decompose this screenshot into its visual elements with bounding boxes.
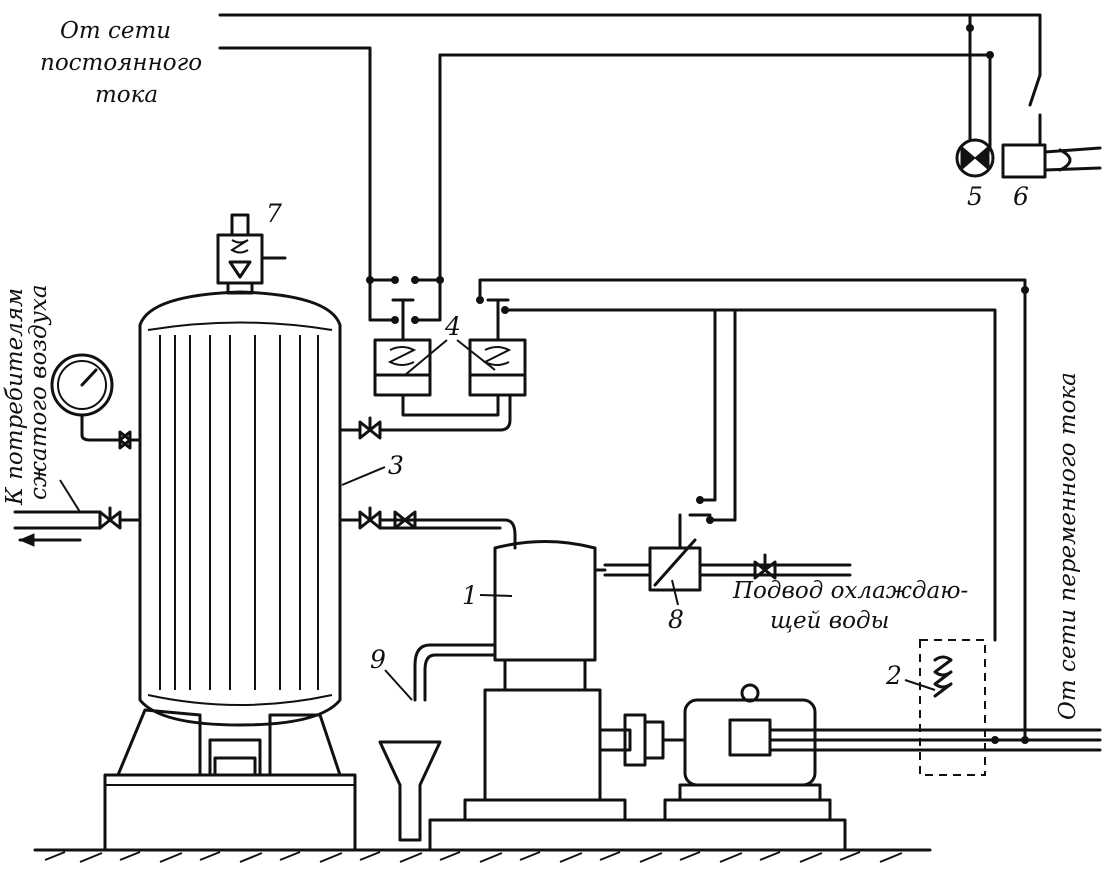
callout-5: 5 [967, 182, 983, 211]
dc-supply-label-1: От сети [60, 18, 171, 44]
cooling-water-label-1: Подвод охлаждаю- [732, 578, 968, 604]
water-valve [603, 513, 852, 592]
ground [33, 848, 932, 863]
air-receiver [13, 213, 382, 852]
callout-9: 9 [370, 645, 386, 674]
callout-8: 8 [668, 605, 684, 634]
callout-6: 6 [1013, 182, 1029, 211]
magnetic-starter [768, 639, 1102, 776]
callout-2: 2 [885, 661, 902, 690]
callout-3: 3 [388, 451, 404, 480]
dc-supply-label-2: постоянного [40, 50, 202, 76]
consumers-label-1: К потребителям [2, 288, 28, 506]
cooling-water-label-2: щей воды [770, 608, 889, 634]
electric-motor [598, 683, 832, 822]
safety-valve [216, 213, 287, 295]
signal-horn [1001, 143, 1102, 179]
consumer-outlet [13, 479, 142, 547]
callout-4: 4 [444, 312, 461, 341]
callout-1: 1 [462, 581, 478, 610]
dc-supply-label-3: тока [95, 82, 158, 108]
callout-7: 7 [266, 199, 282, 228]
compressor [378, 510, 847, 852]
consumers-label-2: сжатого воздуха [26, 284, 52, 500]
ac-supply-label: От сети переменного тока [1055, 372, 1081, 720]
pressure-gauge [50, 353, 142, 450]
signal-lamp [955, 138, 995, 178]
wiring [218, 13, 1042, 744]
pressure-switches [373, 298, 527, 432]
